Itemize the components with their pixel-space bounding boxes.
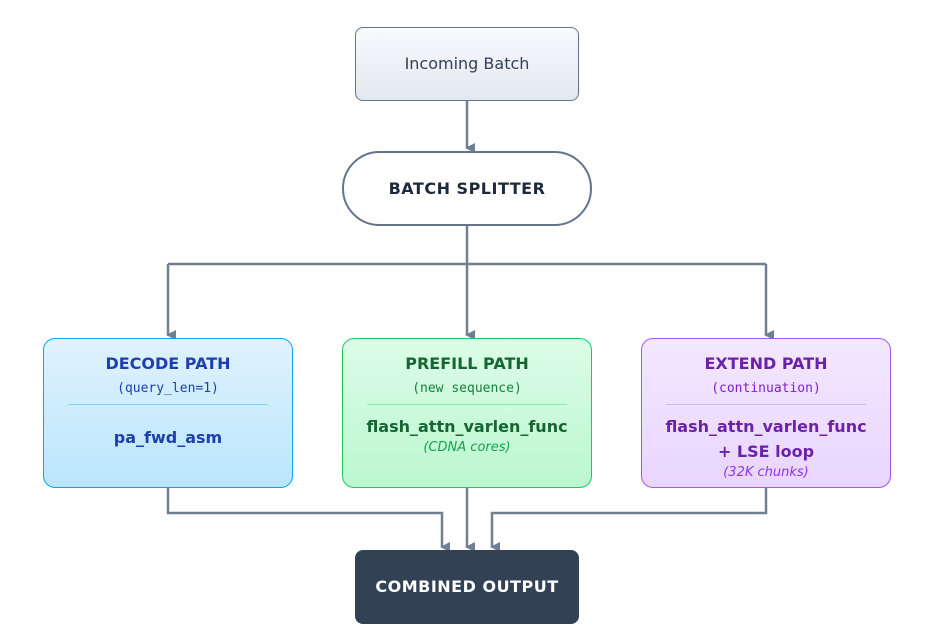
combined-output-node: COMBINED OUTPUT: [355, 550, 579, 624]
prefill-path-title: PREFILL PATH: [405, 354, 529, 373]
decode-path-node: DECODE PATH (query_len=1) pa_fwd_asm: [43, 338, 293, 488]
extend-path-subtitle: (continuation): [711, 381, 821, 396]
extend-path-function-line1: flash_attn_varlen_func: [665, 417, 867, 436]
prefill-path-node: PREFILL PATH (new sequence) flash_attn_v…: [342, 338, 592, 488]
batch-splitter-node: BATCH SPLITTER: [342, 151, 592, 226]
arrow-decode-to-output: [166, 488, 450, 552]
prefill-path-subtitle: (new sequence): [412, 381, 522, 396]
incoming-batch-node: Incoming Batch: [355, 27, 579, 101]
extend-path-function-line2: + LSE loop: [717, 442, 815, 461]
extend-path-title: EXTEND PATH: [704, 354, 828, 373]
extend-path-divider: [666, 404, 866, 405]
extend-path-node: EXTEND PATH (continuation) flash_attn_va…: [641, 338, 891, 488]
batch-splitter-label: BATCH SPLITTER: [388, 179, 546, 198]
decode-path-subtitle: (query_len=1): [117, 381, 219, 396]
combined-output-label: COMBINED OUTPUT: [375, 577, 559, 596]
arrow-extend-to-output: [490, 488, 768, 552]
prefill-path-note: (CDNA cores): [423, 440, 511, 455]
prefill-path-function: flash_attn_varlen_func: [366, 417, 568, 436]
prefill-path-divider: [367, 404, 567, 405]
incoming-batch-label: Incoming Batch: [404, 54, 530, 73]
decode-path-function: pa_fwd_asm: [113, 428, 223, 447]
decode-path-title: DECODE PATH: [105, 354, 231, 373]
decode-path-divider: [68, 404, 268, 405]
extend-path-note: (32K chunks): [723, 465, 809, 480]
